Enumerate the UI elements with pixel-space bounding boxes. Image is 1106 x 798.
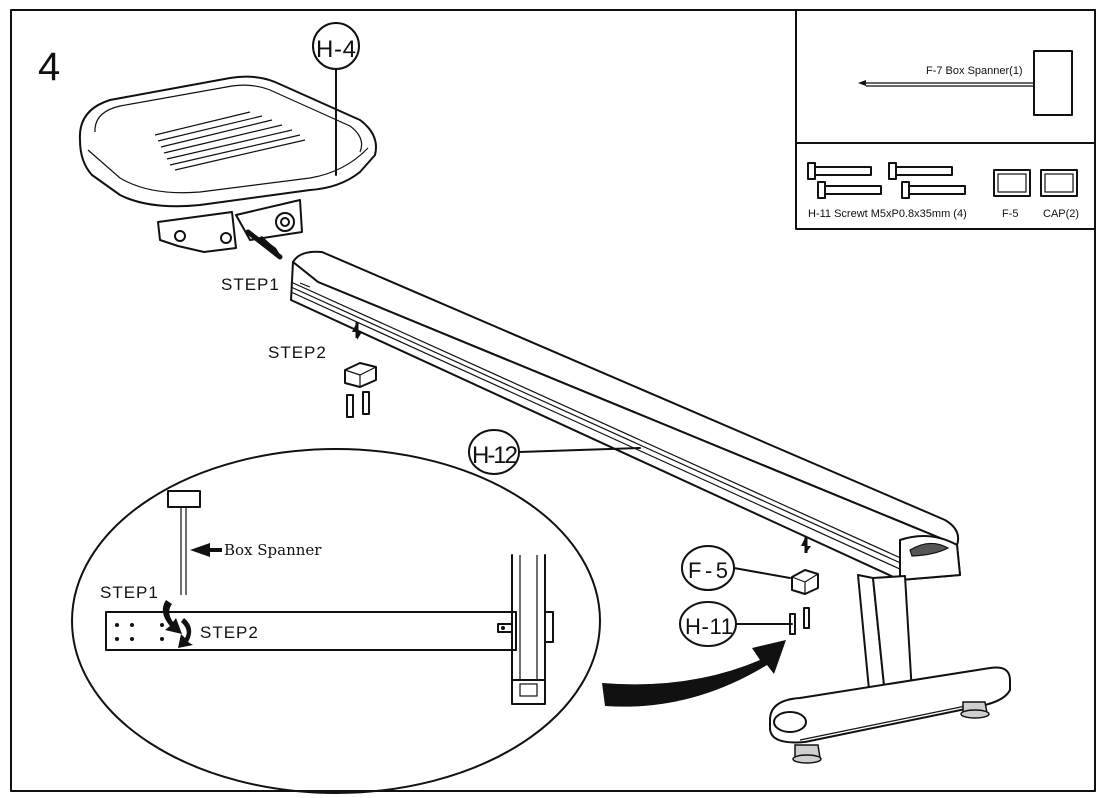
step-number: 4 (38, 45, 60, 89)
cap-part-left (344, 322, 377, 388)
step1-label: STEP1 (221, 275, 280, 294)
detail-step2-label: STEP2 (200, 623, 259, 642)
box-spanner-icon (858, 50, 1073, 116)
bench-beam (290, 250, 961, 581)
screw-icon (807, 162, 966, 199)
screws-right (789, 607, 810, 635)
seat-label: H-4 (316, 36, 356, 63)
seat-pad (78, 75, 377, 253)
screw-callout-label: H-11 (685, 614, 733, 639)
detail-view: Box Spanner STEP1 STEP2 (71, 448, 601, 794)
direction-arrow-icon (602, 640, 786, 707)
beam-label: H-12 (472, 442, 518, 469)
seat-grip-texture (154, 111, 306, 171)
step2-label: STEP2 (268, 343, 327, 362)
bench-leg (769, 574, 1011, 764)
pointer-arrow-icon (190, 543, 222, 557)
detail-step1-label: STEP1 (100, 583, 159, 602)
f5-label: F-5 (1002, 208, 1019, 220)
screws-left (346, 391, 370, 418)
box-spanner-label: Box Spanner (224, 541, 322, 559)
cap-callout-label: F-5 (688, 558, 728, 583)
parts-panel: F-7 Box Spanner(1) H-11 Screwt M5xP0.8x3… (795, 9, 1096, 230)
page-frame (10, 9, 1096, 792)
cap-label: CAP(2) (1043, 208, 1079, 220)
cap-part-right (791, 536, 819, 595)
screw-label: H-11 Screwt M5xP0.8x35mm (4) (808, 208, 967, 220)
tool-label: F-7 Box Spanner(1) (926, 65, 1023, 77)
